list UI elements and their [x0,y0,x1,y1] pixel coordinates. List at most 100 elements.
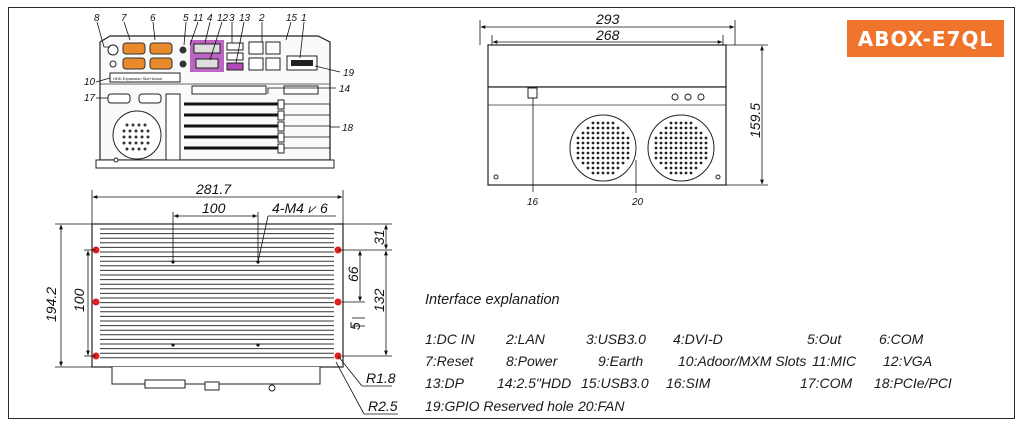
fan-hole [621,131,625,135]
fan-hole [596,151,600,155]
interface-item: 13:DP [425,375,464,391]
fan-hole [626,141,630,145]
fan-hole [684,141,688,145]
fan-hole [591,161,595,165]
fan-hole [674,151,678,155]
fan-hole [659,161,663,165]
fan-hole [689,171,693,175]
fan-hole [704,156,708,160]
fan-hole [581,146,585,150]
fan-hole [626,151,630,155]
dim-100-top: 100 [202,200,226,216]
callout-4: 4 [207,13,213,24]
fan-hole [586,126,590,130]
fan-hole [611,131,615,135]
fan-hole [596,171,600,175]
fan-hole [699,141,703,145]
fan-hole [664,136,668,140]
callout-5: 5 [183,13,189,24]
callout-2: 2 [258,13,265,24]
fan-hole [616,131,620,135]
callout-18: 18 [342,123,354,134]
fan-hole [601,156,605,160]
fan-hole [596,131,600,135]
fan-hole [581,151,585,155]
side-dims: 293 268 159.5 16 20 [527,11,763,208]
fan-hole [694,161,698,165]
fan-hole [664,156,668,160]
fan-hole [606,136,610,140]
callout-1: 1 [301,13,307,24]
fan-hole [601,121,605,125]
callout-6: 6 [150,13,156,24]
fan-hole [694,126,698,130]
fan-hole [684,146,688,150]
fan-hole [611,161,615,165]
fan-hole [601,151,605,155]
fan-hole [669,141,673,145]
bottom-dims: 281.7 100 4-M4 ⩗ 6 194.2 100 31 66 132 5… [43,181,398,414]
fan-hole [684,161,688,165]
fan-hole [659,151,663,155]
fan-hole [591,171,595,175]
fan-hole [616,126,620,130]
fan-hole [694,141,698,145]
fan-hole [674,131,678,135]
fan-hole [621,136,625,140]
dim-r2-5: R2.5 [368,398,398,414]
fan-hole [616,166,620,170]
interface-item: 3:USB3.0 [586,331,646,347]
fan-hole [601,171,605,175]
fan-hole [699,146,703,150]
fan-hole [611,151,615,155]
fan-hole [664,151,668,155]
fan-hole [611,146,615,150]
dim-31: 31 [371,229,387,245]
fan-hole [669,161,673,165]
fan-hole [684,166,688,170]
fan-hole [674,136,678,140]
fan-hole [694,146,698,150]
fan-hole [576,141,580,145]
fan-hole [674,121,678,125]
fan-hole [674,156,678,160]
callout-7: 7 [121,13,127,24]
interface-item: 6:COM [879,331,924,347]
fan-hole [591,151,595,155]
fan-hole [679,151,683,155]
fan-hole [586,161,590,165]
dim-5: 5 [347,322,363,330]
dim-293: 293 [595,11,620,27]
fan-hole [679,146,683,150]
interface-item: 9:Earth [598,353,644,369]
fan-hole [689,146,693,150]
fan-hole [704,151,708,155]
fan-hole [586,141,590,145]
interface-item: 2:LAN [506,331,545,347]
fan-hole [669,166,673,170]
fan-hole [689,131,693,135]
fan-hole [679,141,683,145]
dim-thread: 4-M4 [272,200,304,216]
fan-hole [601,126,605,130]
depth-symbol: ⩗ [308,201,317,216]
callout-17: 17 [84,93,96,104]
fan-hole [684,156,688,160]
callout-20: 20 [631,197,644,208]
fan-hole [616,141,620,145]
fan-hole [596,166,600,170]
fan-hole [664,161,668,165]
fan-hole [679,156,683,160]
fan-hole [674,166,678,170]
interface-item: 12:VGA [883,353,933,369]
callout-13: 13 [239,13,251,24]
fan-hole [586,166,590,170]
fan-hole [664,131,668,135]
fan-hole [679,121,683,125]
fan-hole [591,136,595,140]
front-callouts: 8 7 6 5 11 4 12 3 13 2 15 1 19 10 17 14 … [84,13,355,134]
fan-hole [694,131,698,135]
fan-hole [591,131,595,135]
fan-hole [664,166,668,170]
